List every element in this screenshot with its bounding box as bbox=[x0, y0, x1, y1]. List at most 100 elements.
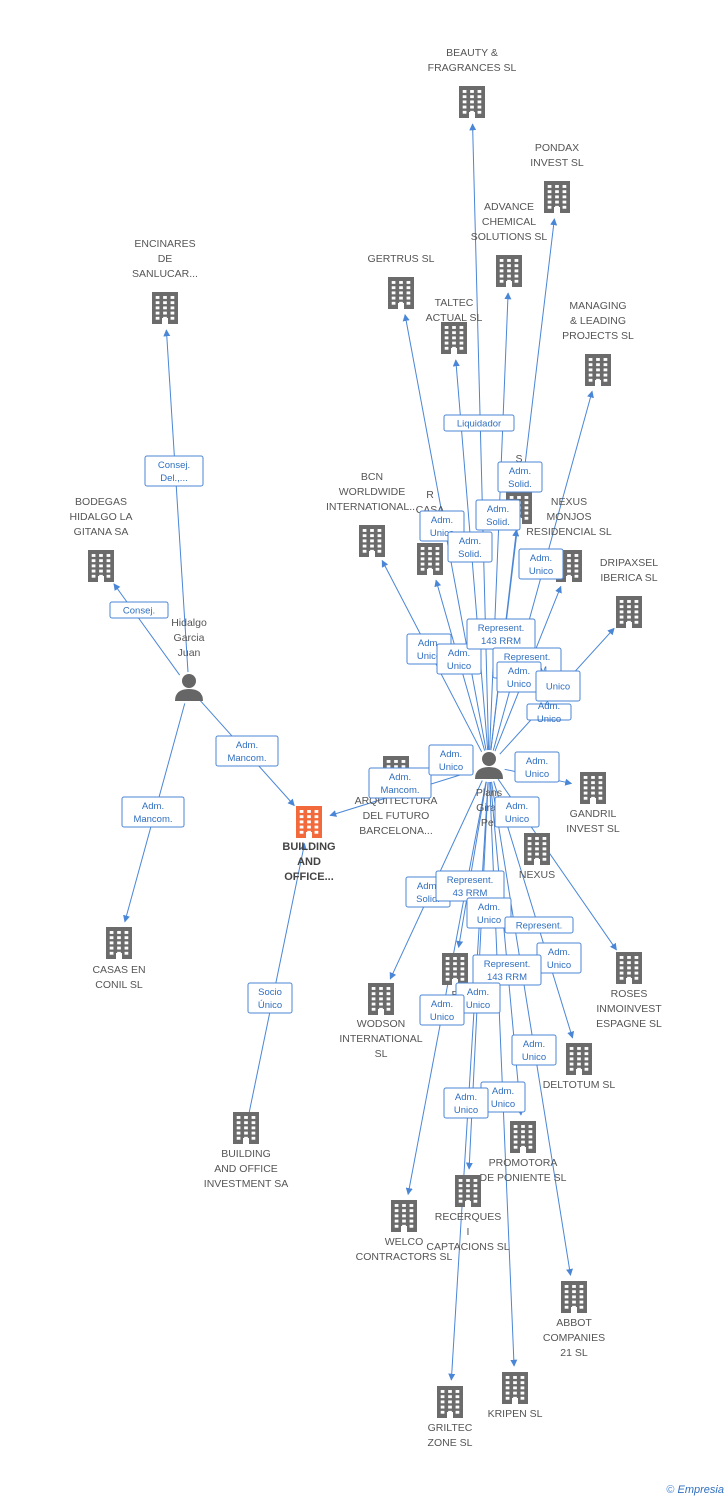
relation-tag[interactable]: Consej.Del.,... bbox=[144, 455, 204, 487]
relation-tag[interactable]: Adm.Unico bbox=[436, 643, 482, 675]
relation-tag-text: Adm. bbox=[448, 648, 470, 659]
building-icon bbox=[233, 1112, 259, 1144]
relation-tag-text: Unico bbox=[477, 915, 501, 926]
node-label-line: ACTUAL SL bbox=[426, 312, 483, 324]
node-label-line: TALTEC bbox=[435, 297, 474, 309]
building-icon bbox=[388, 277, 414, 309]
relation-tag[interactable]: Consej. bbox=[109, 601, 169, 619]
relation-tag-box bbox=[511, 1034, 557, 1066]
relation-tag-text: 143 RRM bbox=[487, 972, 527, 983]
relation-tags: Consej.Del.,... Consej. Adm.Mancom. Adm.Man… bbox=[109, 414, 582, 1119]
relation-tag[interactable]: Adm.Solid. bbox=[475, 499, 521, 531]
node-kripen[interactable]: KRIPEN SL bbox=[488, 1372, 543, 1420]
relation-tag[interactable]: Liquidador bbox=[443, 414, 515, 432]
relation-tag[interactable]: Adm.Solid. bbox=[497, 461, 543, 493]
node-label-line: GERTRUS SL bbox=[368, 253, 435, 265]
building-icon bbox=[359, 525, 385, 557]
relation-tag[interactable]: Adm.Unico bbox=[526, 701, 572, 725]
node-label-line: BCN bbox=[361, 471, 383, 483]
relation-tag[interactable]: Unico bbox=[535, 670, 581, 702]
building-icon bbox=[441, 322, 467, 354]
node-label-line: R bbox=[426, 489, 434, 501]
relation-tag[interactable]: Adm.Unico bbox=[536, 942, 582, 974]
relation-tag-text: Unico bbox=[430, 1012, 454, 1023]
node-label-line: CONIL SL bbox=[95, 979, 143, 991]
relation-tag[interactable]: Adm.Unico bbox=[480, 1081, 526, 1113]
relation-tag-text: Unico bbox=[522, 1052, 546, 1063]
relation-tag[interactable]: Adm.Unico bbox=[419, 994, 465, 1026]
node-label-line: Plans bbox=[476, 787, 502, 799]
node-gertrus[interactable]: GERTRUS SL bbox=[368, 253, 435, 309]
relation-tag-box bbox=[436, 643, 482, 675]
relation-tag[interactable]: Adm.Unico bbox=[443, 1087, 489, 1119]
relation-tag[interactable]: Represent. bbox=[504, 916, 574, 934]
relation-tag-text: Solid. bbox=[416, 894, 440, 905]
relation-tag[interactable]: Represent.143 RRM bbox=[472, 954, 542, 986]
node-label-line: & LEADING bbox=[570, 315, 626, 327]
building-icon bbox=[106, 927, 132, 959]
relation-tag[interactable]: Adm.Mancom. bbox=[121, 796, 185, 828]
node-label: DELTOTUM SL bbox=[543, 1079, 616, 1091]
edge-plans-welco bbox=[405, 781, 487, 1196]
node-deltotum[interactable]: DELTOTUM SL bbox=[543, 1043, 616, 1091]
relation-tag[interactable]: Adm.Unico bbox=[494, 796, 540, 828]
relation-tag[interactable]: Adm.Unico bbox=[496, 661, 542, 693]
relation-tag-text: Adm. bbox=[440, 749, 462, 760]
relation-tag[interactable]: Represent.43 RRM bbox=[435, 870, 505, 902]
footer-brand[interactable]: ©Empresia bbox=[666, 1484, 724, 1496]
node-label-line: HIDALGO LA bbox=[69, 511, 132, 523]
relation-tag-text: Adm. bbox=[455, 1092, 477, 1103]
relation-tag-text: Adm. bbox=[389, 772, 411, 783]
node-label-line: IBERICA SL bbox=[600, 572, 657, 584]
relation-tag[interactable]: Adm.Unico bbox=[511, 1034, 557, 1066]
edge-plans-bmid bbox=[456, 781, 487, 948]
building-icon bbox=[442, 953, 468, 985]
node-beauty[interactable]: BEAUTY &FRAGRANCES SL bbox=[428, 47, 517, 118]
relation-tag[interactable]: Adm.Unico bbox=[514, 751, 560, 783]
relation-tag[interactable]: Adm.Unico bbox=[466, 897, 512, 929]
building-icon bbox=[496, 255, 522, 287]
building-icon bbox=[616, 596, 642, 628]
relation-tag[interactable]: Adm.Unico bbox=[518, 548, 564, 580]
relation-tag[interactable]: Adm. Unico bbox=[428, 744, 474, 776]
relation-tag-text: Unico bbox=[430, 528, 454, 539]
relation-tag-text: Solid. bbox=[508, 479, 532, 490]
relation-tag-box bbox=[447, 531, 493, 563]
node-nexus2[interactable]: NEXUS bbox=[519, 833, 555, 881]
relation-tag[interactable]: Represent.143 RRM bbox=[466, 618, 536, 650]
node-label-line: PONDAX bbox=[535, 142, 579, 154]
relation-tag-text: Unico bbox=[439, 762, 463, 773]
relation-tag[interactable]: Adm.Mancom. bbox=[368, 767, 432, 799]
relation-tag[interactable]: Adm.Solid. bbox=[447, 531, 493, 563]
relation-tag[interactable]: Adm.Mancom. bbox=[215, 735, 279, 767]
node-label-line: ZONE SL bbox=[428, 1437, 473, 1449]
node-taltec[interactable]: TALTEC ACTUAL SL bbox=[426, 297, 483, 354]
